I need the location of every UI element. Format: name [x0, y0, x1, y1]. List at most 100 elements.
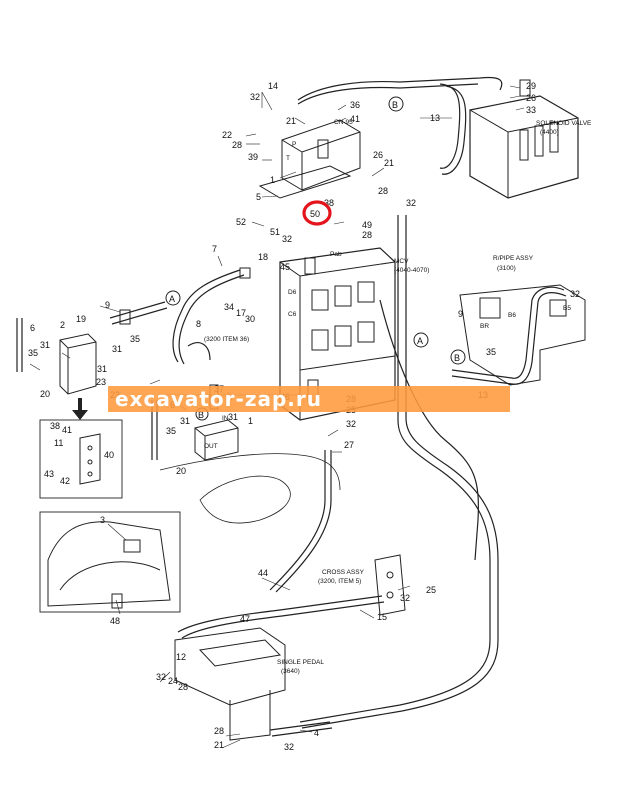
part-label: 23: [96, 377, 106, 387]
part-label: 33: [526, 105, 536, 115]
part-label: 20: [176, 466, 186, 476]
part-label: 26: [373, 150, 383, 160]
part-label: 43: [44, 469, 54, 479]
part-label: 52: [236, 217, 246, 227]
annotation-solenoid-valve-ref: (4400): [540, 129, 559, 136]
part-label: 32: [346, 419, 356, 429]
callout-letter: B: [198, 410, 204, 420]
port-tag-in: IN: [222, 415, 229, 422]
part-label: 36: [350, 100, 360, 110]
part-label: 20: [40, 389, 50, 399]
part-label: 32: [282, 234, 292, 244]
part-label: 40: [104, 450, 114, 460]
part-label: 41: [350, 114, 360, 124]
part-label: 1: [248, 416, 253, 426]
highlight-label: 50: [310, 209, 320, 219]
part-label: 21: [286, 116, 296, 126]
annotation-solenoid-valve: SOLENOID VALVE: [536, 120, 592, 127]
part-label: 32: [156, 672, 166, 682]
callout-letter: A: [169, 294, 175, 304]
part-label: 2: [60, 320, 65, 330]
part-label: 35: [130, 334, 140, 344]
part-label: 45: [280, 262, 290, 272]
callout-letter: A: [417, 336, 423, 346]
component-outlines: [39, 79, 586, 741]
port-tag-cn95: CN-95: [334, 119, 353, 126]
part-label: 29: [526, 81, 536, 91]
part-label: 31: [112, 344, 122, 354]
port-tag-d6: D6: [288, 289, 297, 296]
annotation-cross-assy-ref: (3200, ITEM 5): [318, 578, 361, 585]
watermark-text: excavator-zap.ru: [115, 387, 322, 411]
part-label: 35: [486, 347, 496, 357]
part-label: 51: [270, 227, 280, 237]
part-label: 32: [406, 198, 416, 208]
part-label: 4: [314, 728, 319, 738]
part-label: 28: [178, 682, 188, 692]
callout-letter-b-right: B: [450, 349, 466, 365]
part-label: 15: [377, 612, 387, 622]
part-label: 18: [258, 252, 268, 262]
part-numbers: 14 32 36 41 21 22 28 39 1 5 26 21 13 29 …: [28, 81, 580, 752]
port-tag-b6: B6: [508, 312, 516, 319]
port-tag-p: P: [292, 141, 296, 148]
callout-letter-a-right: A: [413, 332, 429, 348]
highlighted-part-50[interactable]: 50: [302, 200, 332, 226]
part-label: 22: [222, 130, 232, 140]
port-tag-pab: Pab: [330, 251, 342, 258]
annotation-item-3200-36: (3200 ITEM 36): [204, 336, 249, 343]
part-label: 28: [232, 140, 242, 150]
part-label: 21: [214, 740, 224, 750]
part-label: 39: [248, 152, 258, 162]
part-label: 14: [268, 81, 278, 91]
annotation-single-pedal: SINGLE PEDAL: [277, 659, 324, 666]
part-label: 17: [236, 308, 246, 318]
port-tag-c6: C6: [288, 311, 297, 318]
part-label: 32: [400, 593, 410, 603]
part-label: 31: [180, 416, 190, 426]
part-label: 9: [105, 300, 110, 310]
watermark-band: [108, 386, 510, 412]
part-label: 38: [50, 421, 60, 431]
leader-lines: [29, 85, 525, 749]
port-tag-out: OUT: [204, 443, 218, 450]
part-label: 1: [270, 175, 275, 185]
annotation-rpipe-assy: R/PIPE ASSY: [493, 255, 534, 262]
annotation-cross-assy: CROSS ASSY: [322, 569, 365, 576]
part-label: 31: [228, 412, 238, 422]
part-label: 28: [378, 186, 388, 196]
part-label: 31: [97, 364, 107, 374]
detail-arrow: [72, 398, 88, 420]
port-tag-t: T: [286, 155, 290, 162]
part-label: 3: [100, 515, 105, 525]
highlight-ring: [302, 200, 332, 226]
part-label: 42: [60, 476, 70, 486]
part-label: 44: [258, 568, 268, 578]
part-label: 9: [458, 309, 463, 319]
part-label: 47: [240, 614, 250, 624]
part-label: 13: [430, 113, 440, 123]
part-label: 30: [245, 314, 255, 324]
annotation-mcv: MCV: [394, 258, 409, 265]
part-label: 21: [384, 158, 394, 168]
part-label: 32: [284, 742, 294, 752]
callout-letter: B: [454, 353, 460, 363]
part-label: 41: [62, 425, 72, 435]
annotation-rpipe-ref: (3100): [497, 265, 516, 272]
callout-letter: B: [392, 100, 398, 110]
part-label: 7: [212, 244, 217, 254]
part-label: 34: [224, 302, 234, 312]
part-label: 11: [54, 438, 63, 448]
part-label: 26: [526, 93, 536, 103]
part-label: 28: [214, 726, 224, 736]
part-label: 12: [176, 652, 186, 662]
part-label: 27: [344, 440, 354, 450]
part-label: 5: [256, 192, 261, 202]
part-label: 8: [196, 319, 201, 329]
part-label: 38: [324, 198, 334, 208]
port-tag-br: BR: [480, 323, 489, 330]
part-label: 28: [362, 230, 372, 240]
annotation-single-pedal-ref: (3640): [281, 668, 300, 675]
part-label: 35: [28, 348, 38, 358]
part-label: 32: [570, 289, 580, 299]
